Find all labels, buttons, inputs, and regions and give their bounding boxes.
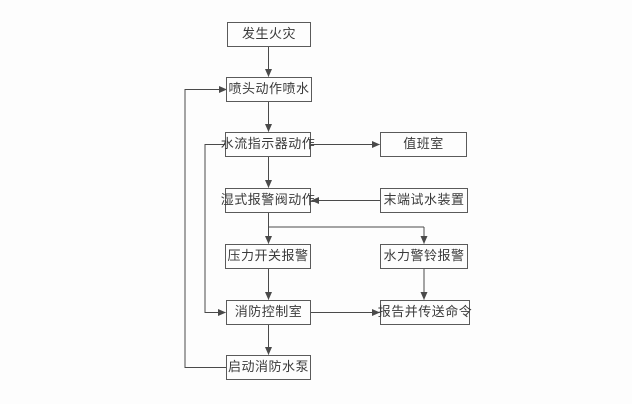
- node-sprinkler-activates-label: 喷头动作喷水: [228, 82, 310, 97]
- node-end-test-water-device-label: 末端试水装置: [383, 193, 465, 208]
- node-hydraulic-alarm-bell-label: 水力警铃报警: [383, 249, 465, 264]
- node-pressure-switch-alarm: 压力开关报警: [225, 244, 311, 269]
- node-fire-control-room: 消防控制室: [226, 300, 311, 325]
- node-wet-alarm-valve-label: 湿式报警阀动作: [220, 193, 316, 208]
- connector-flowindicator-feedback-to-controlroom: [204, 144, 226, 316]
- node-pressure-switch-alarm-label: 压力开关报警: [227, 249, 309, 264]
- node-fire-occurs-label: 发生火灾: [241, 27, 296, 42]
- node-fire-control-room-label: 消防控制室: [234, 305, 303, 320]
- node-report-transmit-command-label: 报告并传送命令: [377, 305, 473, 320]
- node-start-fire-pump-label: 启动消防水泵: [227, 360, 309, 375]
- node-duty-room: 值班室: [380, 132, 467, 157]
- node-water-flow-indicator-label: 水流指示器动作: [220, 137, 316, 152]
- node-duty-room-label: 值班室: [403, 137, 444, 152]
- connector-wetvalve-branch: [268, 213, 424, 228]
- node-water-flow-indicator: 水流指示器动作: [221, 132, 315, 157]
- node-fire-occurs: 发生火灾: [227, 22, 311, 47]
- node-start-fire-pump: 启动消防水泵: [226, 355, 311, 380]
- node-sprinkler-activates: 喷头动作喷水: [226, 77, 312, 102]
- node-wet-alarm-valve: 湿式报警阀动作: [221, 188, 315, 213]
- connector-pump-feedback-to-sprinkler: [184, 86, 227, 368]
- node-report-transmit-command: 报告并传送命令: [377, 300, 473, 325]
- node-end-test-water-device: 末端试水装置: [380, 188, 468, 213]
- node-hydraulic-alarm-bell: 水力警铃报警: [380, 244, 468, 269]
